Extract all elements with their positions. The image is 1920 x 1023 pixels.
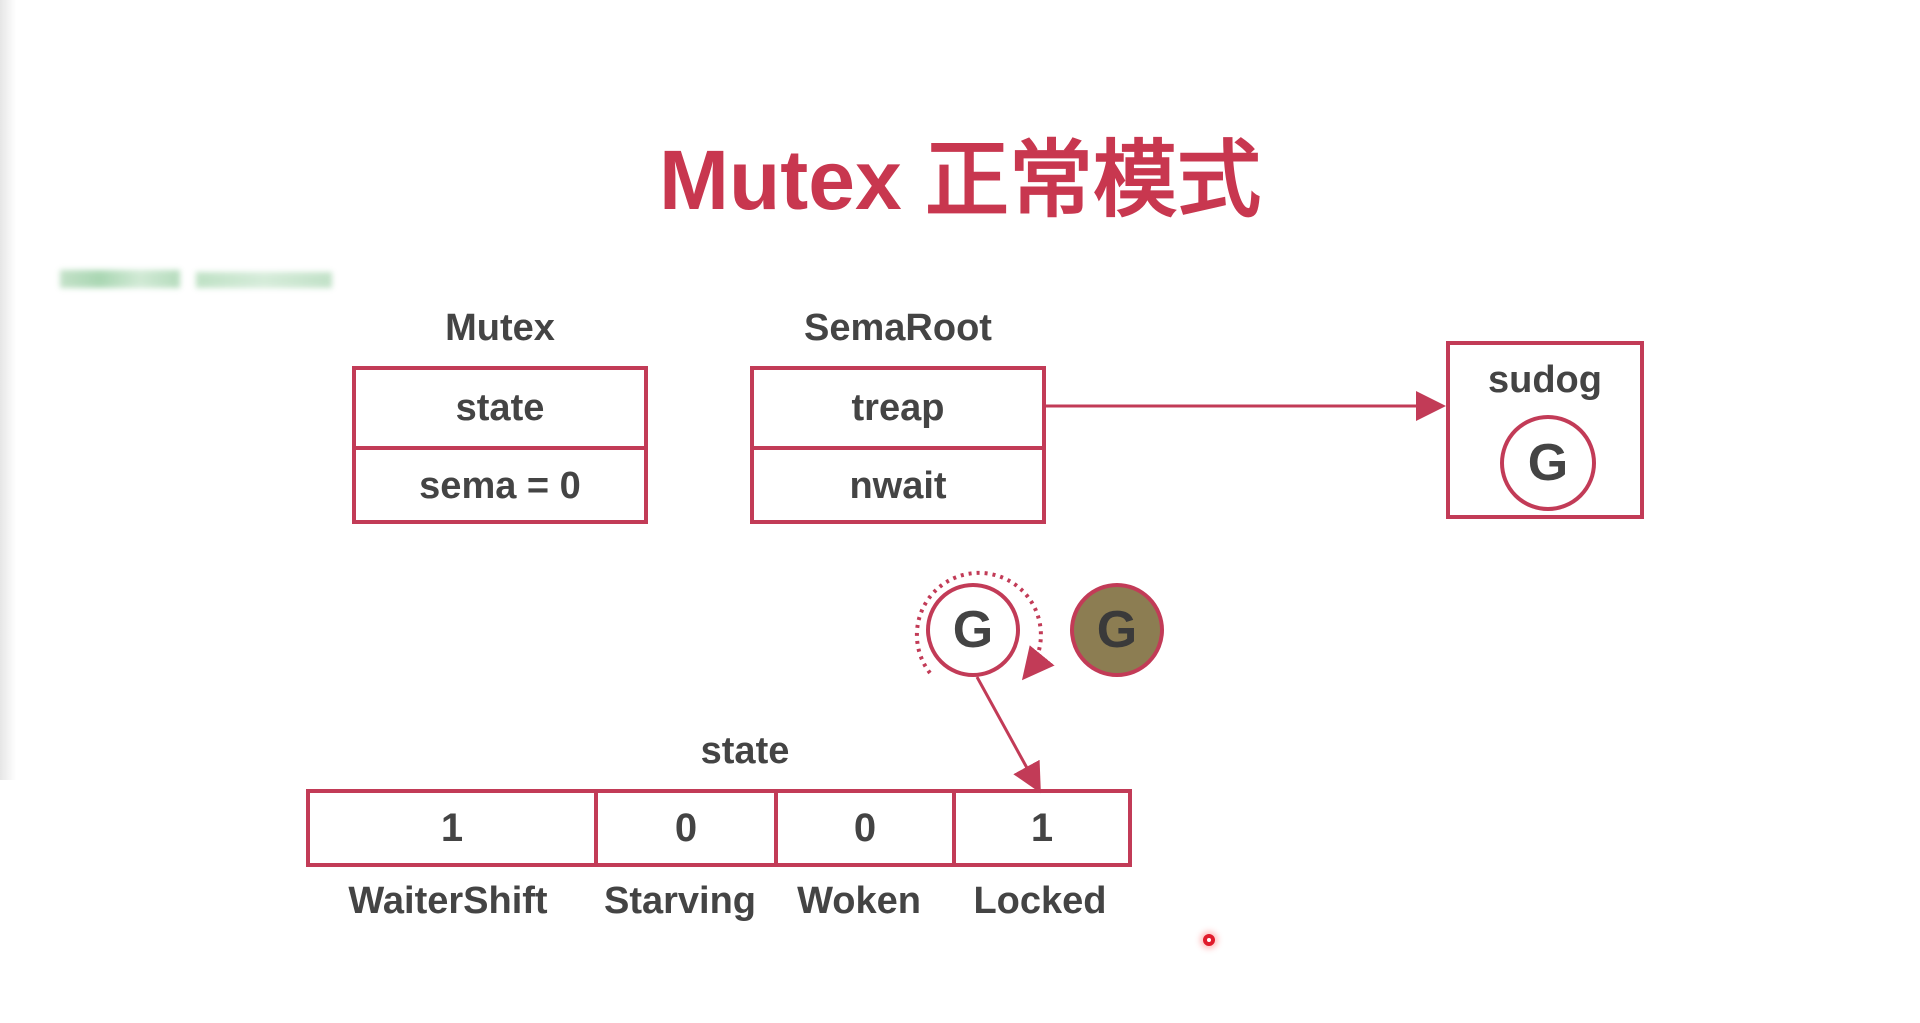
bit-waitershift-label: WaiterShift (348, 880, 548, 922)
state-bits-title: state (700, 730, 790, 772)
bit-waitershift-value: 1 (440, 805, 464, 850)
bit-locked-value: 1 (952, 793, 1128, 863)
bit-starving-label: Starving (603, 880, 757, 922)
left-edge-shadow (0, 0, 16, 780)
mutex-struct-box: state sema = 0 (352, 366, 648, 524)
bit-woken-label: Woken (797, 880, 921, 922)
bit-locked-label: Locked (973, 880, 1107, 922)
semaroot-struct-box: treap nwait (750, 366, 1046, 524)
blurred-watermark (60, 270, 180, 288)
spinning-goroutine: G (926, 583, 1020, 677)
mutex-field-state: state (455, 386, 545, 429)
sudog-goroutine: G (1500, 415, 1596, 511)
mutex-label: Mutex (445, 307, 555, 349)
bit-woken-value: 0 (774, 793, 952, 863)
sudog-label: sudog (1488, 359, 1602, 401)
state-bitfield: 1 0 0 1 (306, 789, 1132, 867)
mutex-field-sema: sema = 0 (356, 446, 644, 522)
pointer-indicator (1203, 934, 1215, 946)
semaroot-field-treap: treap (851, 386, 945, 429)
slide-title: Mutex 正常模式 (658, 133, 1262, 227)
semaroot-field-nwait: nwait (754, 446, 1042, 522)
semaroot-label: SemaRoot (804, 307, 992, 349)
running-goroutine: G (1070, 583, 1164, 677)
bit-starving-value: 0 (594, 793, 774, 863)
blurred-watermark-2 (196, 272, 332, 288)
sudog-box: sudog G (1446, 341, 1644, 519)
goroutine-to-locked-arrow (975, 676, 1041, 794)
